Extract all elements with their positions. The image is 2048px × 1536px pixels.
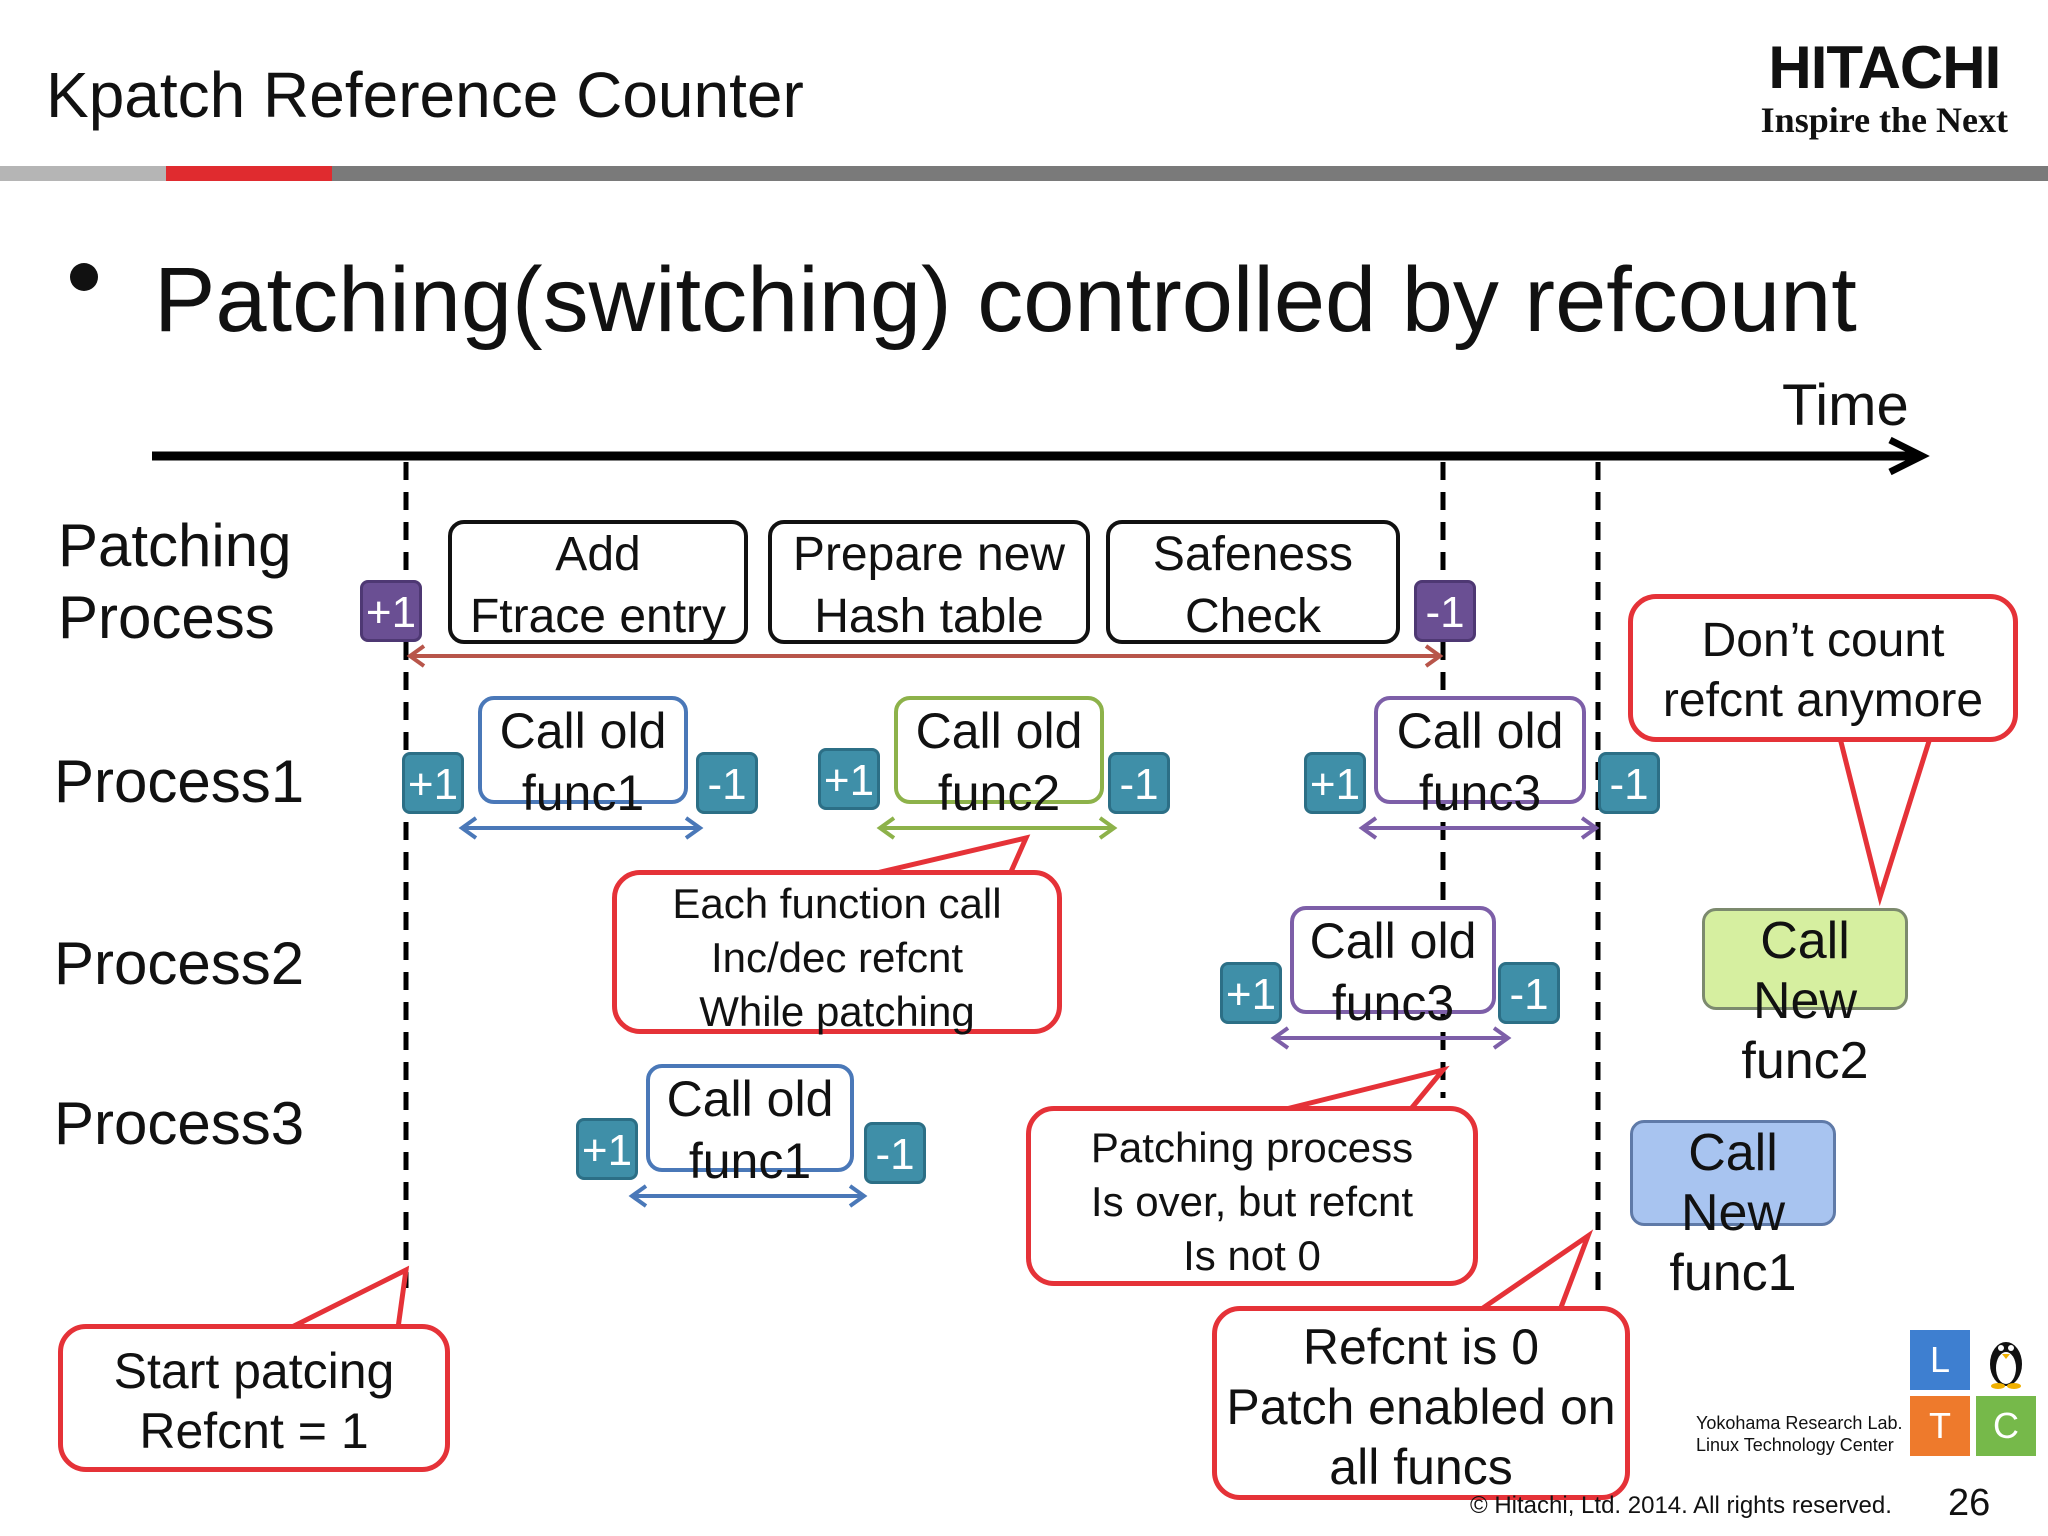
note-start-line1: Start patcing [113,1343,395,1399]
lab-name-line2: Linux Technology Center [1696,1435,1894,1455]
note-refcnt0-line2: Patch enabled on [1226,1379,1616,1435]
p2-func3-minus-badge: -1 [1498,962,1560,1024]
ltc-c-tile: C [1976,1396,2036,1456]
row-label-patching: Patching Process [58,510,292,654]
row-label-patching-line1: Patching [58,512,292,579]
p2-call-old-func3-line1: Call old [1309,913,1477,969]
p1-func1-plus-badge: +1 [402,752,464,814]
hitachi-logo: HITACHI Inspire the Next [1760,34,2008,141]
note-each-call-pointer [871,834,1031,877]
bullet-point: Patching(switching) controlled by refcou… [70,248,1857,353]
slide-title: Kpatch Reference Counter [46,59,804,131]
patching-minus-badge: -1 [1414,580,1476,642]
note-dont-count-pointer [1837,737,1933,907]
p1-func3-span [1358,816,1600,840]
step-safeness-check-line1: Safeness [1152,528,1354,581]
note-start-line2: Refcnt = 1 [139,1403,369,1459]
p1-call-old-func2-line2: func2 [937,765,1061,821]
call-new-func2-line2: func2 [1741,1032,1869,1090]
note-patch-over-line3: Is not 0 [1183,1232,1321,1279]
step-add-ftrace: Add Ftrace entry [448,520,748,644]
note-dont-count-line1: Don’t count [1701,614,1945,667]
p2-func3-plus-badge: +1 [1220,962,1282,1024]
note-each-call-line2: Inc/dec refcnt [710,934,964,981]
row-label-process2: Process2 [54,930,305,997]
note-each-call-line1: Each function call [672,880,1002,927]
call-new-func2-line1: Call New [1752,912,1858,1030]
p1-func1-minus-badge: -1 [696,752,758,814]
note-patch-over-line1: Patching process [1090,1124,1414,1171]
time-axis-arrowhead [1888,436,1930,476]
step-safeness-check-line2: Check [1184,590,1322,643]
p1-func2-span [876,816,1118,840]
penguin-icon [1976,1330,2036,1390]
header-bar-light [0,166,166,181]
ltc-t-tile: T [1910,1396,1970,1456]
p2-call-old-func3: Call old func3 [1290,906,1496,1031]
note-start-pointer [288,1265,410,1331]
copyright: © Hitachi, Ltd. 2014. All rights reserve… [1470,1492,1892,1519]
lab-name-line1: Yokohama Research Lab. [1696,1413,1903,1433]
p3-func1-plus-badge: +1 [576,1118,638,1180]
p1-call-old-func3: Call old func3 [1374,696,1586,821]
note-dont-count: Don’t count refcnt anymore [1628,594,2018,742]
bullet-text: Patching(switching) controlled by refcou… [154,249,1857,351]
note-dont-count-line2: refcnt anymore [1662,674,1984,727]
p3-func1-minus-badge: -1 [864,1122,926,1184]
patching-plus-badge: +1 [360,580,422,642]
note-start: Start patcing Refcnt = 1 [58,1324,450,1472]
ltc-logo: L T C [1910,1330,2036,1456]
row-label-process3: Process3 [54,1090,305,1157]
p1-call-old-func1-line1: Call old [499,703,667,759]
p1-func2-minus-badge: -1 [1108,752,1170,814]
p3-func1-span [628,1184,868,1208]
step-prepare-hash: Prepare new Hash table [768,520,1090,644]
p1-func3-plus-badge: +1 [1304,752,1366,814]
logo-brand: HITACHI [1768,34,2001,101]
call-new-func2: Call New func2 [1702,908,1908,1090]
header-bar [0,166,2048,181]
ltc-l-tile: L [1910,1330,1970,1390]
patching-span-arrow [406,644,1444,668]
row-label-patching-line2: Process [58,584,275,651]
lab-name: Yokohama Research Lab. Linux Technology … [1696,1412,1902,1456]
time-label: Time [1782,373,1909,438]
p1-call-old-func1: Call old func1 [478,696,688,821]
step-prepare-hash-line2: Hash table [814,590,1044,643]
note-each-call: Each function call Inc/dec refcnt While … [612,870,1062,1035]
note-patch-over-pointer [1281,1065,1450,1113]
bullet-dot [70,262,98,291]
note-refcnt0-line1: Refcnt is 0 [1302,1319,1540,1375]
page-number: 26 [1948,1482,1991,1524]
note-patch-over: Patching process Is over, but refcnt Is … [1026,1106,1478,1286]
step-add-ftrace-line1: Add [555,528,641,581]
logo-tagline: Inspire the Next [1760,100,2008,140]
call-new-func1-line2: func1 [1669,1244,1797,1302]
p1-call-old-func1-line2: func1 [521,765,645,821]
note-refcnt0: Refcnt is 0 Patch enabled on all funcs [1212,1306,1630,1500]
p1-call-old-func2-line1: Call old [915,703,1083,759]
step-add-ftrace-line2: Ftrace entry [469,590,727,643]
p1-call-old-func3-line1: Call old [1396,703,1564,759]
call-new-func1: Call New func1 [1630,1120,1836,1302]
p2-func3-span [1270,1026,1512,1050]
note-refcnt0-line3: all funcs [1329,1439,1513,1495]
p1-func3-minus-badge: -1 [1598,752,1660,814]
call-new-func1-line1: Call New [1680,1124,1786,1242]
p1-func2-plus-badge: +1 [818,748,880,810]
p1-call-old-func3-line2: func3 [1418,765,1542,821]
p3-call-old-func1-line2: func1 [688,1133,812,1189]
note-refcnt0-pointer [1478,1229,1594,1313]
p1-func1-span [458,816,704,840]
p2-call-old-func3-line2: func3 [1331,975,1455,1031]
p3-call-old-func1: Call old func1 [646,1064,854,1189]
note-patch-over-line2: Is over, but refcnt [1090,1178,1414,1225]
p3-call-old-func1-line1: Call old [666,1071,834,1127]
header-bar-accent [166,166,332,181]
p1-call-old-func2: Call old func2 [894,696,1104,821]
row-label-process1: Process1 [54,748,305,815]
step-safeness-check: Safeness Check [1106,520,1400,644]
note-each-call-line3: While patching [699,988,975,1035]
step-prepare-hash-line1: Prepare new [792,528,1066,581]
